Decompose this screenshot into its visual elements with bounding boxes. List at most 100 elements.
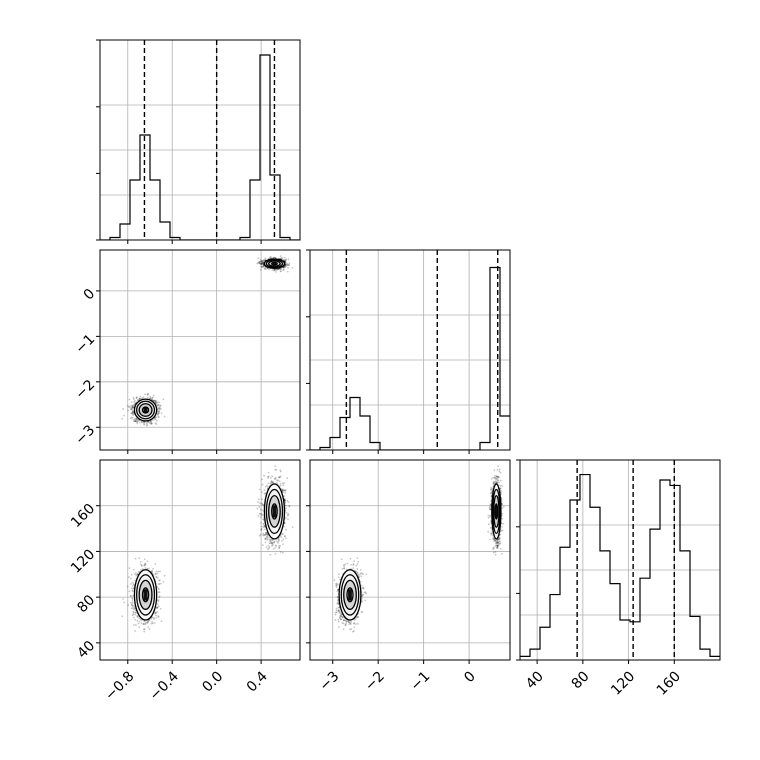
sample-point <box>133 420 136 423</box>
sample-point <box>160 582 162 585</box>
sample-point <box>261 262 264 265</box>
sample-point <box>128 405 131 408</box>
sample-point <box>157 600 160 603</box>
sample-point <box>130 401 133 404</box>
sample-point <box>149 397 152 400</box>
sample-point <box>154 611 156 614</box>
sample-point <box>279 475 282 478</box>
sample-point <box>135 397 138 399</box>
sample-point <box>151 622 154 625</box>
sample-point <box>139 395 142 398</box>
sample-point <box>143 630 146 633</box>
sample-point <box>155 423 158 426</box>
sample-point <box>131 597 133 600</box>
sample-point <box>140 622 143 624</box>
sample-point <box>287 266 289 269</box>
sample-point <box>131 411 134 414</box>
scatter-panel-p0-p2 <box>100 460 300 660</box>
sample-point <box>148 628 151 630</box>
sample-point <box>152 616 155 619</box>
sample-point <box>262 263 264 266</box>
sample-point <box>138 398 141 400</box>
sample-point <box>263 267 266 270</box>
sample-point <box>155 416 158 419</box>
sample-point <box>157 587 159 590</box>
sample-point <box>262 259 264 262</box>
sample-point <box>258 260 261 263</box>
sample-point <box>262 532 265 535</box>
sample-point <box>148 421 151 424</box>
sample-point <box>284 504 287 507</box>
contour-line <box>141 406 150 414</box>
sample-point <box>266 538 269 541</box>
sample-point <box>132 613 135 616</box>
sample-point <box>123 601 126 604</box>
histogram-p1 <box>310 266 510 450</box>
sample-point <box>156 414 159 416</box>
sample-point <box>284 260 286 263</box>
sample-point <box>130 573 133 576</box>
sample-point <box>261 503 264 506</box>
sample-point <box>157 416 160 419</box>
sample-point <box>131 409 134 412</box>
sample-point <box>154 417 156 419</box>
sample-point <box>273 269 276 271</box>
sample-point <box>131 404 134 407</box>
sample-point <box>151 398 154 401</box>
sample-point <box>283 265 286 268</box>
sample-point <box>153 622 156 624</box>
sample-point <box>151 397 153 399</box>
sample-point <box>286 270 289 273</box>
sample-point <box>282 266 285 269</box>
sample-point <box>158 583 161 585</box>
sample-point <box>279 484 282 487</box>
sample-point <box>132 405 134 408</box>
sample-point <box>282 269 284 271</box>
sample-point <box>147 621 150 623</box>
sample-point <box>157 413 159 416</box>
sample-point <box>287 501 290 503</box>
sample-point <box>144 567 147 569</box>
sample-point <box>157 412 160 414</box>
sample-point <box>142 423 145 425</box>
sample-point <box>144 621 147 624</box>
sample-point <box>261 265 263 268</box>
sample-point <box>131 614 134 617</box>
sample-point <box>149 395 152 398</box>
sample-point <box>136 395 138 398</box>
sample-point <box>151 422 153 425</box>
sample-point <box>157 406 160 409</box>
sample-point <box>283 259 285 261</box>
sample-point <box>139 563 142 566</box>
sample-point <box>260 262 263 265</box>
sample-point <box>264 268 267 271</box>
sample-point <box>155 614 157 617</box>
sample-point <box>148 619 151 622</box>
sample-point <box>131 405 133 408</box>
sample-point <box>146 393 149 396</box>
sample-point <box>273 256 275 259</box>
sample-point <box>260 502 263 505</box>
hist-panel-p1 <box>306 249 510 454</box>
sample-point <box>159 607 162 610</box>
sample-point <box>154 563 157 565</box>
sample-point <box>156 606 159 609</box>
sample-point <box>154 572 157 575</box>
sample-point <box>284 266 287 269</box>
sample-point <box>126 585 129 588</box>
sample-point <box>126 404 129 407</box>
sample-point <box>142 622 145 625</box>
sample-point <box>137 570 140 573</box>
sample-point <box>147 620 150 623</box>
sample-point <box>274 552 277 555</box>
sample-point <box>262 265 265 268</box>
sample-point <box>259 263 262 265</box>
sample-point <box>158 595 161 598</box>
sample-point <box>143 623 146 625</box>
sample-point <box>143 423 146 426</box>
sample-point <box>155 576 158 579</box>
sample-point <box>140 565 143 567</box>
sample-point <box>131 410 134 413</box>
sample-point <box>133 624 135 626</box>
sample-point <box>138 397 141 400</box>
